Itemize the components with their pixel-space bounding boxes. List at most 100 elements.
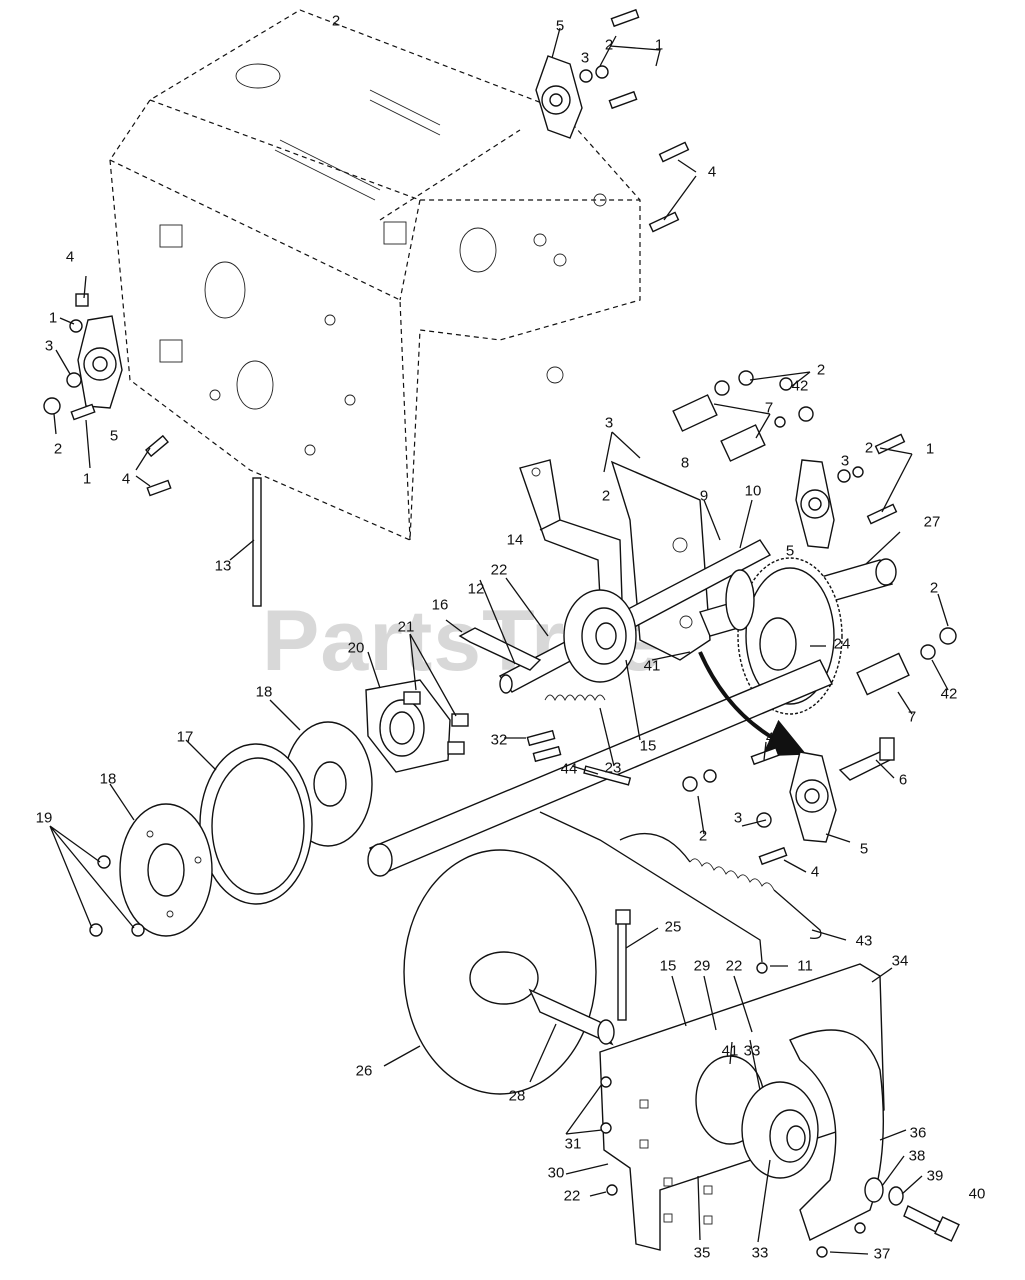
bearing-33 <box>695 1055 819 1179</box>
callout-4-top: 4 <box>707 163 717 181</box>
callout-32: 32 <box>490 731 508 749</box>
callout-26: 26 <box>355 1062 373 1080</box>
callout-19: 19 <box>35 809 53 827</box>
callout-41-mid: 41 <box>643 657 661 675</box>
fastener-37 <box>816 1222 866 1258</box>
callout-23: 23 <box>604 759 622 777</box>
callout-4-left: 4 <box>65 248 75 266</box>
callout-1-top: 1 <box>654 36 664 54</box>
direction-arrow <box>698 651 807 757</box>
bolt-40 <box>903 1205 960 1242</box>
callout-41-low: 41 <box>721 1042 739 1060</box>
plate-20 <box>365 679 469 773</box>
callout-2-r3: 2 <box>929 579 939 597</box>
fasteners-31 <box>600 1076 612 1134</box>
callout-25: 25 <box>664 918 682 936</box>
hub-15 <box>563 589 637 683</box>
callout-30: 30 <box>547 1164 565 1182</box>
disc-18-left <box>119 803 213 937</box>
callout-2-left: 2 <box>53 440 63 458</box>
hub-28 <box>469 951 615 1046</box>
callout-22-low: 22 <box>725 957 743 975</box>
callout-13: 13 <box>214 557 232 575</box>
pin-25 <box>615 909 631 1021</box>
callout-22-mid: 22 <box>490 561 508 579</box>
rod-13 <box>252 477 262 607</box>
pin-6 <box>838 737 895 781</box>
callout-33-b: 33 <box>751 1244 769 1262</box>
callout-3-mid: 3 <box>604 414 614 432</box>
auger-housing <box>109 9 641 541</box>
callout-2-top-b: 2 <box>604 36 614 54</box>
callout-7-r3: 7 <box>907 708 917 726</box>
callout-8: 8 <box>680 454 690 472</box>
callout-40: 40 <box>968 1185 986 1203</box>
ring-17 <box>199 743 313 905</box>
bearing-flange-right-lower <box>682 746 837 866</box>
bracket-14 <box>519 459 623 601</box>
main-shaft <box>367 659 833 877</box>
callout-15-mid: 15 <box>639 737 657 755</box>
bolt-16 <box>458 627 542 671</box>
callout-22-bot: 22 <box>563 1187 581 1205</box>
callout-15-low: 15 <box>659 957 677 975</box>
callout-2-r4: 2 <box>698 827 708 845</box>
callout-1-left: 1 <box>48 309 58 327</box>
callout-5-left: 5 <box>109 427 119 445</box>
callout-37: 37 <box>873 1245 891 1263</box>
bearing-flange-left <box>43 293 172 497</box>
callout-14: 14 <box>506 531 524 549</box>
callout-9: 9 <box>699 487 709 505</box>
callout-39: 39 <box>926 1167 944 1185</box>
spring-23 <box>544 694 606 702</box>
callout-34: 34 <box>891 952 909 970</box>
key-32 <box>526 729 562 763</box>
callout-31: 31 <box>564 1135 582 1153</box>
callout-38: 38 <box>908 1147 926 1165</box>
callout-2-mid: 2 <box>601 487 611 505</box>
callout-4-left-b: 4 <box>121 470 131 488</box>
plate-36 <box>789 1029 885 1241</box>
callout-42-r1: 42 <box>791 377 809 395</box>
callout-29: 29 <box>693 957 711 975</box>
rod-11 <box>539 811 768 974</box>
callout-4-r4b: 4 <box>810 863 820 881</box>
bearing-flange-right-upper <box>795 433 906 549</box>
callout-6: 6 <box>898 771 908 789</box>
callout-33-a: 33 <box>743 1042 761 1060</box>
spacer-group-upper <box>672 370 814 462</box>
bracket-8 <box>610 460 711 661</box>
callout-5-r2: 5 <box>785 542 795 560</box>
callout-5-r4: 5 <box>859 840 869 858</box>
callout-4-r4: 4 <box>765 729 775 747</box>
fasteners-19 <box>89 855 145 937</box>
callout-24: 24 <box>833 635 851 653</box>
fastener-22-bottom <box>606 1184 618 1196</box>
washer-38 <box>864 1177 884 1203</box>
callout-42-r3: 42 <box>940 685 958 703</box>
callout-28: 28 <box>508 1087 526 1105</box>
callout-17: 17 <box>176 728 194 746</box>
callout-11: 11 <box>797 957 813 975</box>
callout-44: 44 <box>560 760 578 778</box>
callout-10: 10 <box>744 482 762 500</box>
callout-2-r1: 2 <box>816 361 826 379</box>
callout-3-left: 3 <box>44 337 54 355</box>
callout-12: 12 <box>467 580 485 598</box>
spring-43 <box>619 832 822 939</box>
callout-43: 43 <box>855 932 873 950</box>
callout-5-top: 5 <box>555 17 565 35</box>
spacer-group-lower <box>856 627 957 696</box>
callout-7-r1: 7 <box>764 399 774 417</box>
callout-3-top: 3 <box>580 49 590 67</box>
leader-lines <box>49 27 949 1255</box>
callout-27: 27 <box>923 513 941 531</box>
callout-3-r2: 3 <box>840 452 850 470</box>
callout-20: 20 <box>347 639 365 657</box>
callout-2-top: 2 <box>331 12 341 30</box>
callout-36: 36 <box>909 1124 927 1142</box>
callout-35: 35 <box>693 1244 711 1262</box>
callout-18-left: 18 <box>99 770 117 788</box>
